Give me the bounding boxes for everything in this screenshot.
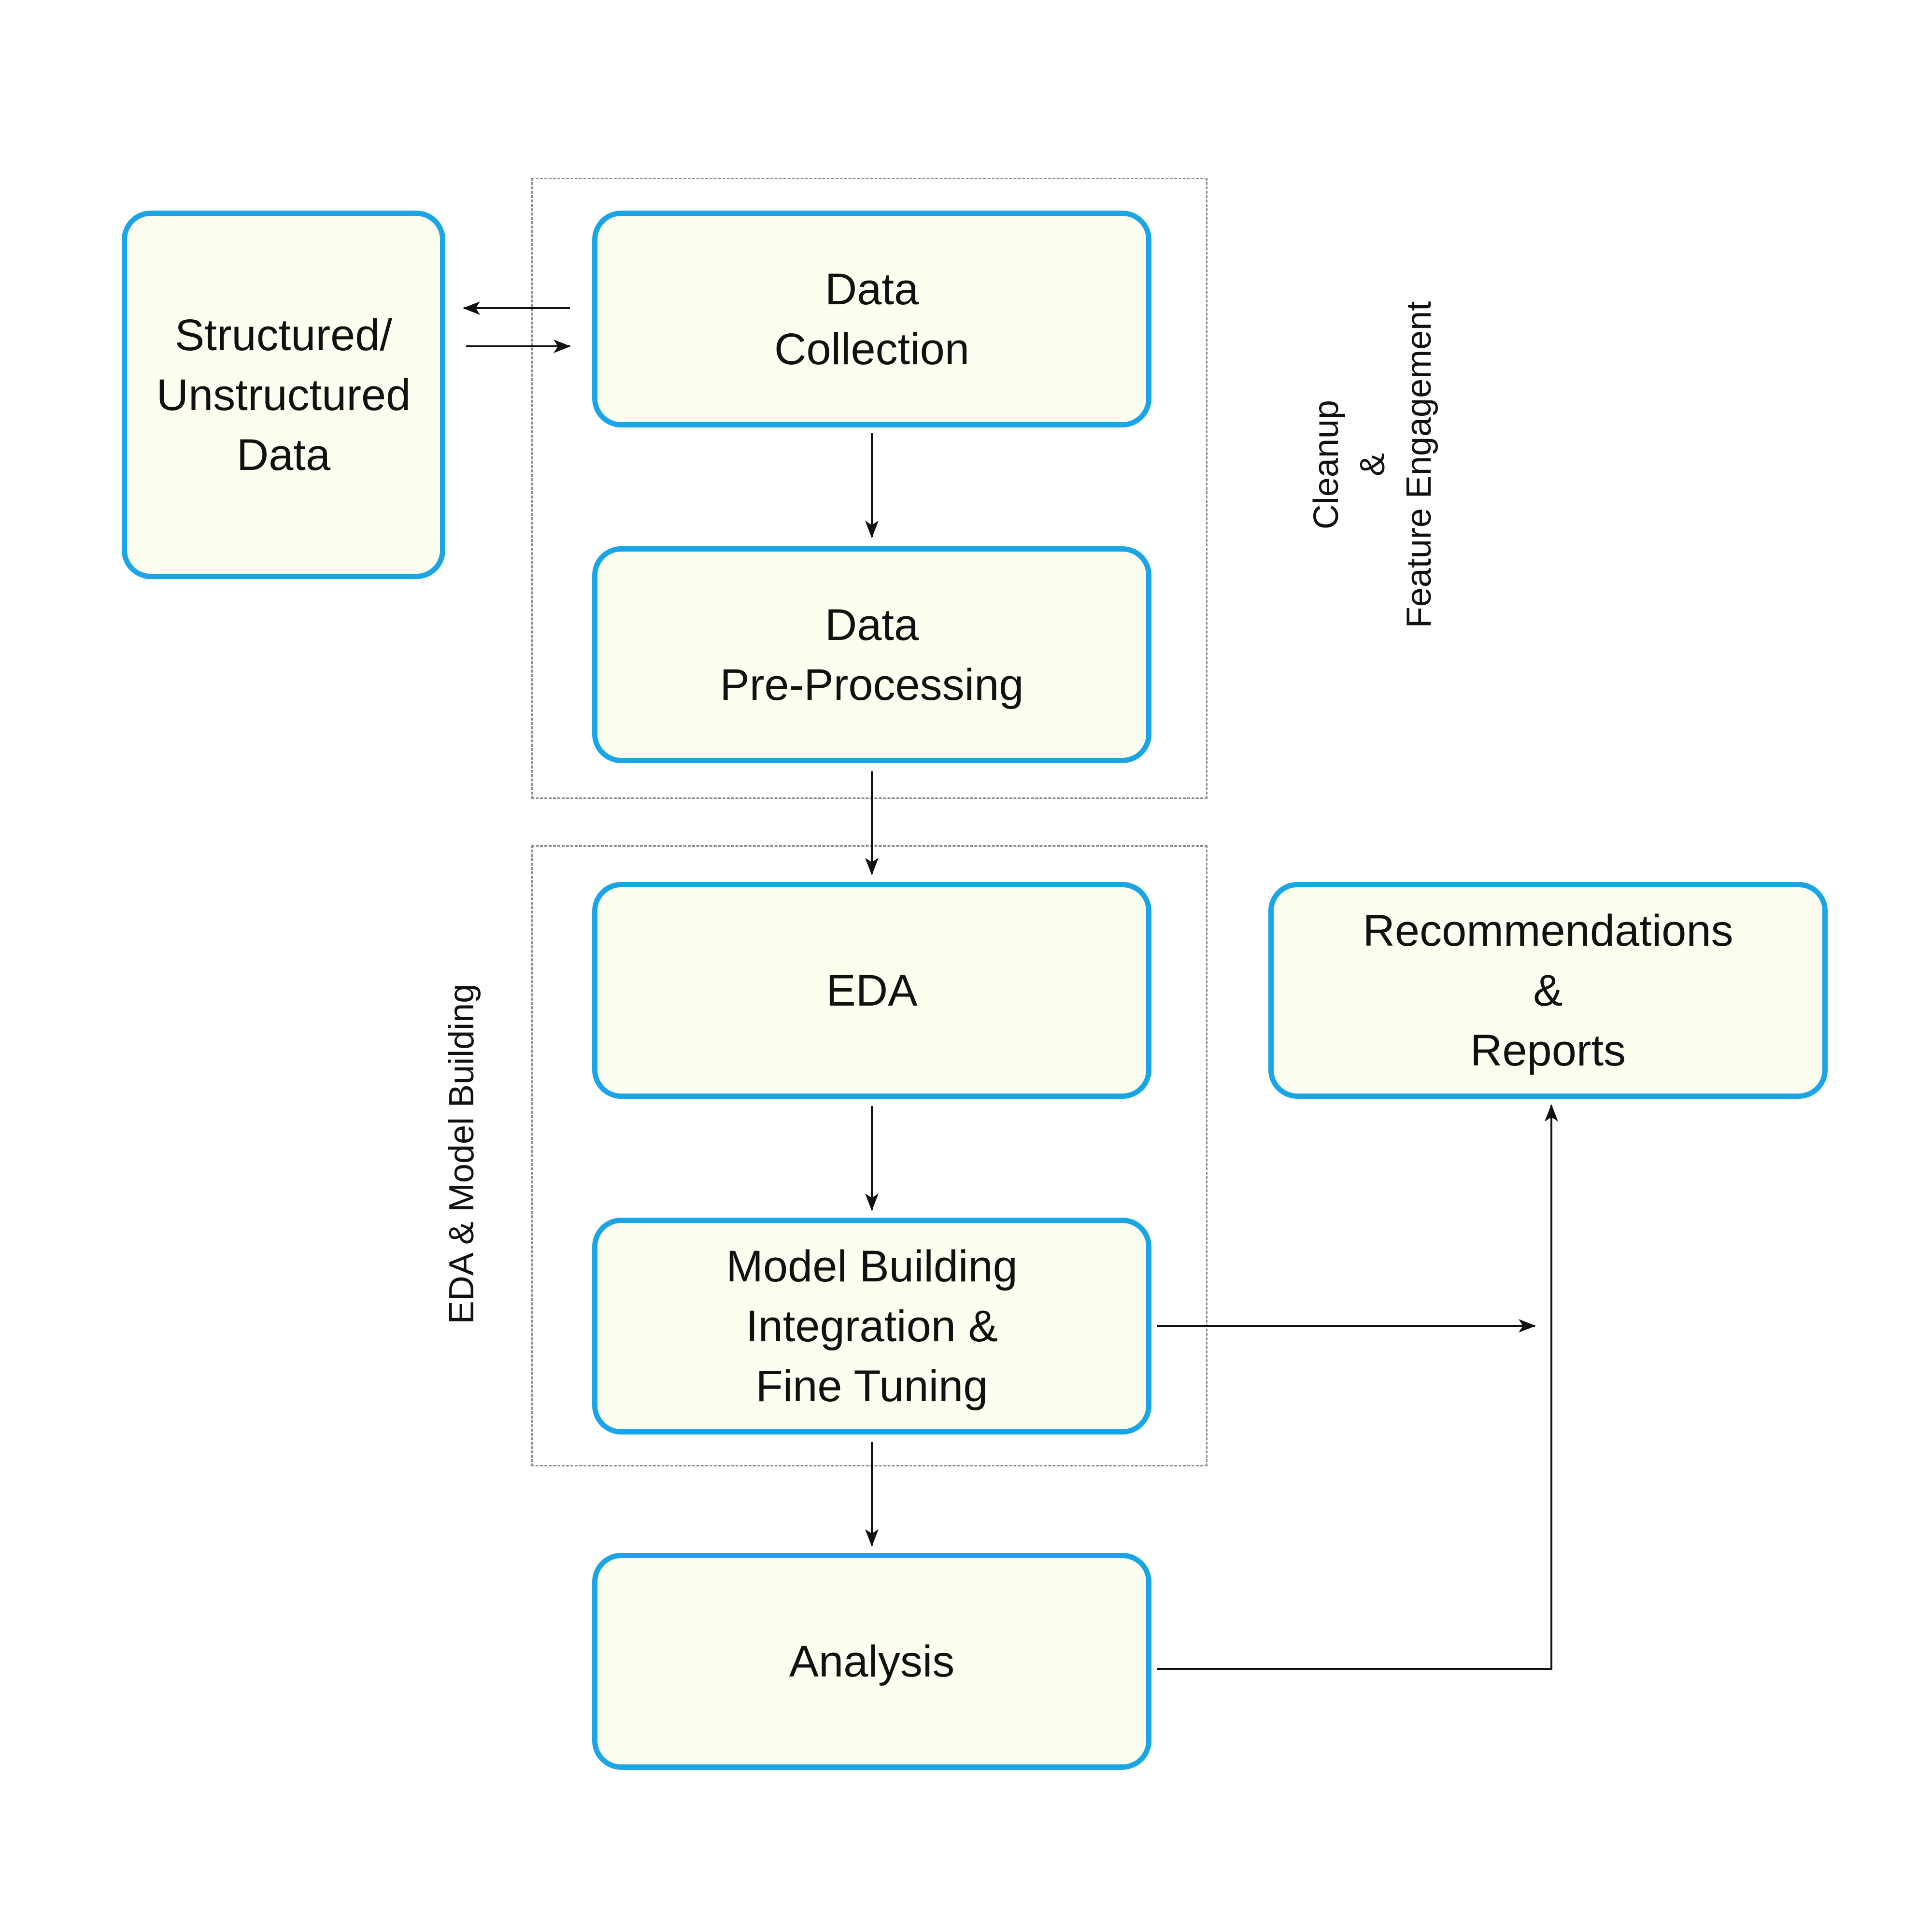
node-label-line: Pre-Processing bbox=[720, 660, 1024, 710]
side-label-line: EDA & Model Building bbox=[442, 983, 481, 1324]
side-label-line: Feature Engagement bbox=[1400, 301, 1438, 628]
node-label-line: Structured/ bbox=[175, 310, 392, 360]
recommendations-reports-label: Recommendations & Reports bbox=[1363, 901, 1733, 1080]
node-label-line: Data bbox=[824, 600, 919, 650]
structured-unstructured-data-node: Structured/ Unstructured Data bbox=[122, 211, 445, 579]
node-label-line: Analysis bbox=[789, 1636, 955, 1686]
cleanup-group-frame bbox=[531, 178, 1208, 799]
cleanup-feature-engagement-label: Cleanup & Feature Engagement bbox=[1303, 281, 1448, 648]
side-label-line: Cleanup bbox=[1307, 399, 1346, 530]
node-label-line: Model Building bbox=[726, 1241, 1018, 1291]
eda-label: EDA bbox=[826, 961, 917, 1021]
data-collection-label: Data Collection bbox=[774, 259, 969, 379]
node-label-line: Unstructured bbox=[156, 370, 411, 420]
node-label-line: Data bbox=[236, 430, 331, 480]
data-collection-node: Data Collection bbox=[592, 211, 1151, 427]
node-label-line: & bbox=[1533, 966, 1563, 1015]
node-label-line: Reports bbox=[1470, 1025, 1626, 1075]
model-building-node: Model Building Integration & Fine Tuning bbox=[592, 1218, 1151, 1435]
eda-model-building-label: EDA & Model Building bbox=[439, 970, 487, 1337]
node-label-line: Fine Tuning bbox=[755, 1361, 988, 1411]
data-preprocessing-node: Data Pre-Processing bbox=[592, 546, 1151, 763]
node-label-line: Integration & bbox=[746, 1301, 998, 1351]
recommendations-reports-node: Recommendations & Reports bbox=[1268, 882, 1828, 1099]
analysis-node: Analysis bbox=[592, 1553, 1151, 1770]
data-preprocessing-label: Data Pre-Processing bbox=[720, 595, 1024, 715]
node-label-line: Data bbox=[824, 264, 919, 314]
side-label-line: & bbox=[1353, 453, 1392, 477]
node-label-line: Collection bbox=[774, 324, 969, 374]
node-label-line: Recommendations bbox=[1363, 906, 1733, 955]
arrow-analysis-to-reports bbox=[1157, 1104, 1558, 1670]
analysis-label: Analysis bbox=[789, 1632, 955, 1691]
model-building-label: Model Building Integration & Fine Tuning bbox=[726, 1236, 1017, 1416]
node-label-line: EDA bbox=[826, 966, 918, 1015]
eda-node: EDA bbox=[592, 882, 1151, 1099]
model-building-group-frame bbox=[531, 845, 1208, 1466]
structured-unstructured-data-label: Structured/ Unstructured Data bbox=[156, 305, 411, 485]
